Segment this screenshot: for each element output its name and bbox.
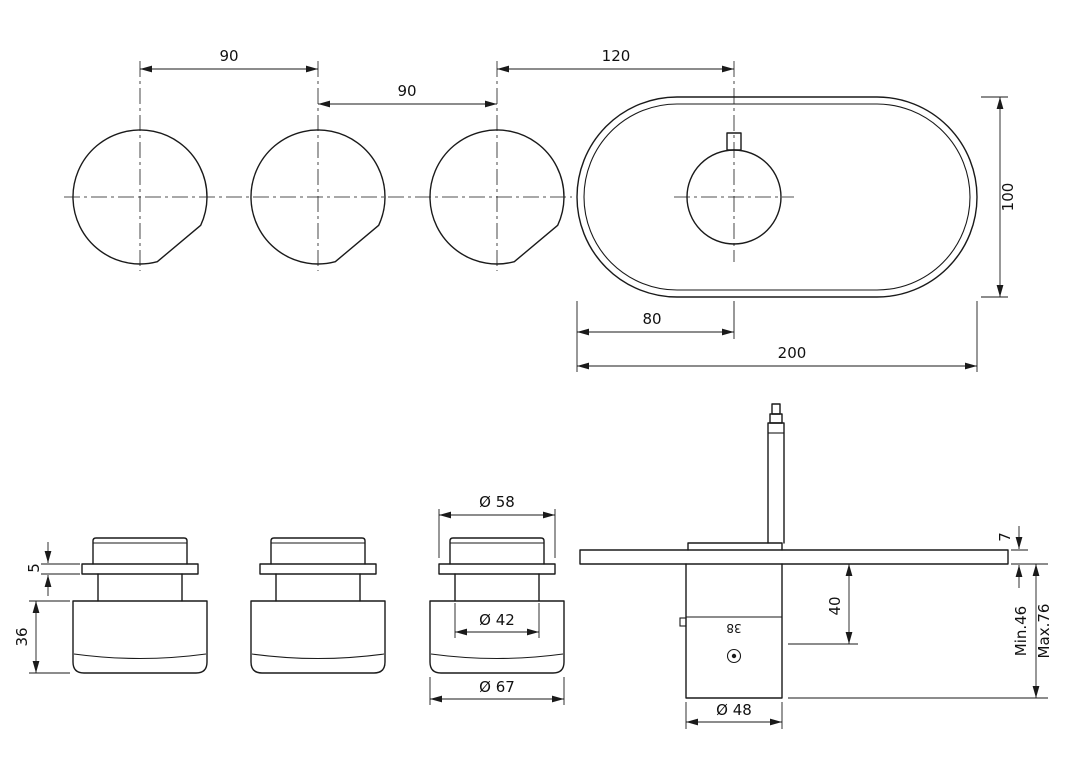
dim-stem-diameter: Ø 42 xyxy=(454,603,540,638)
knob-side-view-2 xyxy=(250,537,386,674)
wall-plate-side xyxy=(579,542,1009,565)
lever-handle xyxy=(767,403,785,544)
knob-side-view-3 xyxy=(429,537,565,674)
dim-label-handle-from-edge: 80 xyxy=(642,310,661,328)
mixer-side-view: 38 xyxy=(579,403,1009,699)
dim-collar-diameter: Ø 58 xyxy=(438,493,556,558)
handle-top-view xyxy=(686,132,782,245)
dim-mixer-body-diameter: Ø 48 xyxy=(685,701,783,729)
dim-label-collar-diameter: Ø 58 xyxy=(479,493,515,511)
dim-depth-range: Min.46 Max.76 xyxy=(788,564,1053,699)
dim-label-mixer-body-diameter: Ø 48 xyxy=(716,701,752,719)
dim-label-handle-offset: 120 xyxy=(602,47,631,65)
dim-label-depth-max: Max.76 xyxy=(1035,604,1053,659)
centerlines xyxy=(64,61,794,271)
dim-plate-thickness: 7 xyxy=(996,526,1048,588)
screw-detail xyxy=(726,648,742,664)
dim-plate-height: 100 xyxy=(981,96,1017,298)
dim-knob-body-diameter: Ø 67 xyxy=(429,677,565,705)
dim-collar-thickness: 5 xyxy=(25,542,80,596)
dim-label-knob-body-diameter: Ø 67 xyxy=(479,678,515,696)
dim-body-height: 36 xyxy=(13,600,70,674)
dim-plate-width: 200 xyxy=(577,301,978,372)
dim-label-plate-thickness: 7 xyxy=(996,532,1014,542)
dim-label-body-height: 36 xyxy=(13,627,31,646)
dim-handle-offset: 120 xyxy=(497,47,734,73)
dim-label-depth-min: Min.46 xyxy=(1012,606,1030,656)
dim-screw-offset: 40 xyxy=(788,564,858,645)
dim-label-stem-diameter: Ø 42 xyxy=(479,611,515,629)
wall-plate-top-view xyxy=(576,96,978,298)
knob-side-view-1 xyxy=(72,537,208,674)
body-marking-label: 38 xyxy=(726,621,741,635)
dim-knob-spacing-left: 90 xyxy=(140,47,318,73)
dim-label-collar-thickness: 5 xyxy=(25,563,43,573)
dim-label-knob-spacing-right: 90 xyxy=(397,82,416,100)
dim-label-screw-offset: 40 xyxy=(826,596,844,615)
dim-label-knob-spacing-left: 90 xyxy=(219,47,238,65)
dim-label-plate-width: 200 xyxy=(778,344,807,362)
dim-label-plate-height: 100 xyxy=(999,183,1017,212)
dim-handle-from-edge: 80 xyxy=(576,301,735,372)
dim-knob-spacing-right: 90 xyxy=(318,82,497,108)
valve-body: 38 xyxy=(679,563,783,699)
